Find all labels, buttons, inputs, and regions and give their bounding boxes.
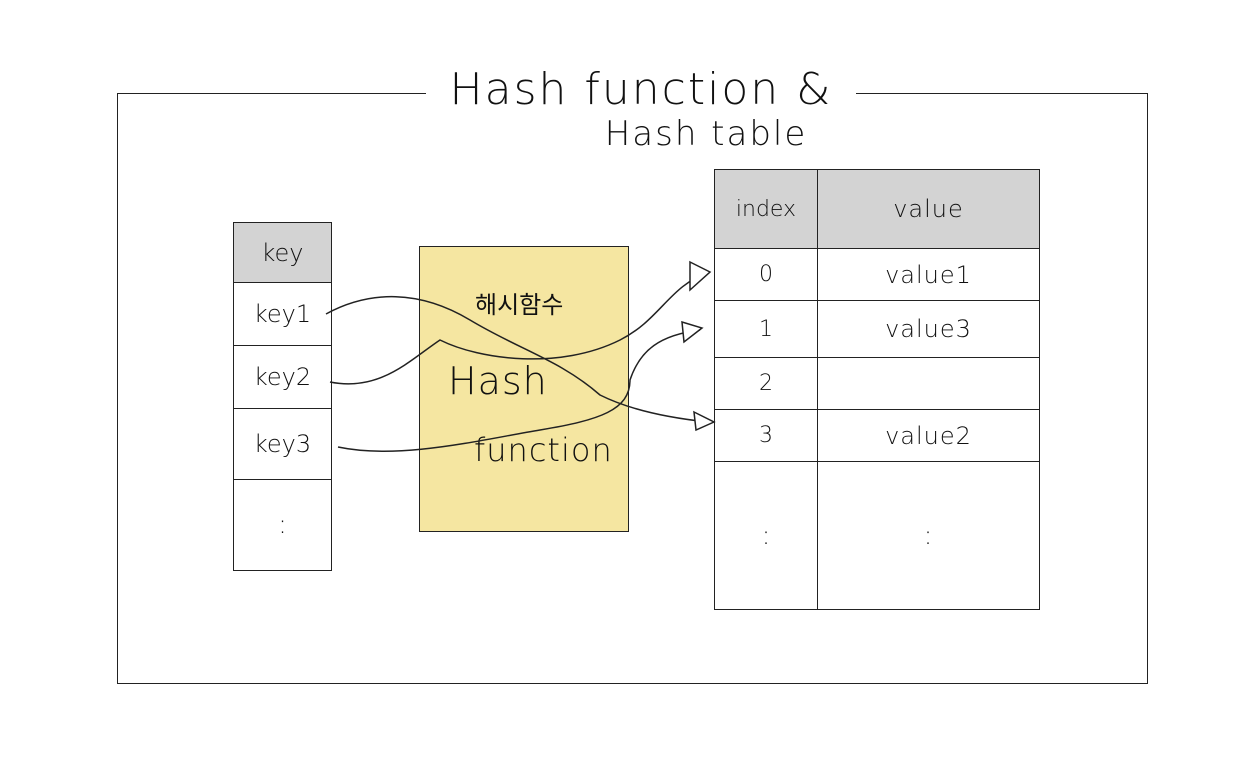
key-cell-1: key1: [233, 282, 332, 345]
key-cell-3: key3: [233, 408, 332, 479]
arrow-key2-to-index0: [329, 272, 709, 385]
table-row: 0 value1: [714, 248, 1040, 300]
index-ellipsis-cell: :: [715, 462, 818, 609]
title-line-1: Hash function &: [449, 64, 833, 115]
diagram-title: Hash function & Hash table: [426, 56, 856, 156]
arrowhead-index0: [689, 260, 712, 292]
index-cell: 2: [715, 358, 818, 409]
index-cell: 1: [715, 301, 818, 357]
arrowhead-index3: [693, 410, 716, 432]
arrow-key1-to-index3: [325, 295, 709, 423]
keys-header: key: [233, 222, 332, 282]
value-ellipsis-cell: :: [818, 462, 1039, 609]
table-row: 3 value2: [714, 409, 1040, 461]
key-cell-ellipsis: :: [233, 479, 332, 571]
value-header: value: [893, 195, 964, 223]
value-cell: value1: [885, 260, 972, 289]
keys-ellipsis: :: [278, 510, 287, 540]
table-row: 2: [714, 357, 1040, 409]
arrow-key3-to-index1: [337, 329, 701, 452]
table-row-ellipsis: : :: [714, 461, 1040, 610]
keys-column: key key1 key2 key3 :: [233, 222, 332, 571]
value-ellipsis: :: [923, 520, 934, 551]
key-cell-2: key2: [233, 345, 332, 408]
value-cell: value2: [885, 421, 972, 450]
index-cell: 3: [715, 410, 818, 461]
title-line-2: Hash table: [604, 114, 808, 154]
index-ellipsis: :: [761, 520, 771, 551]
hash-table-header-row: index value: [714, 169, 1040, 248]
index-cell: 0: [715, 249, 818, 300]
arrowhead-index1: [681, 320, 704, 344]
table-row: 1 value3: [714, 300, 1040, 357]
hash-table: index value 0 value1 1 value3 2 3 value2…: [714, 169, 1040, 610]
hash-function-label-hash: Hash: [448, 359, 548, 403]
index-header: index: [715, 170, 818, 248]
value-cell: value3: [885, 315, 972, 343]
hash-function-korean-label: 해시함수: [475, 291, 564, 319]
